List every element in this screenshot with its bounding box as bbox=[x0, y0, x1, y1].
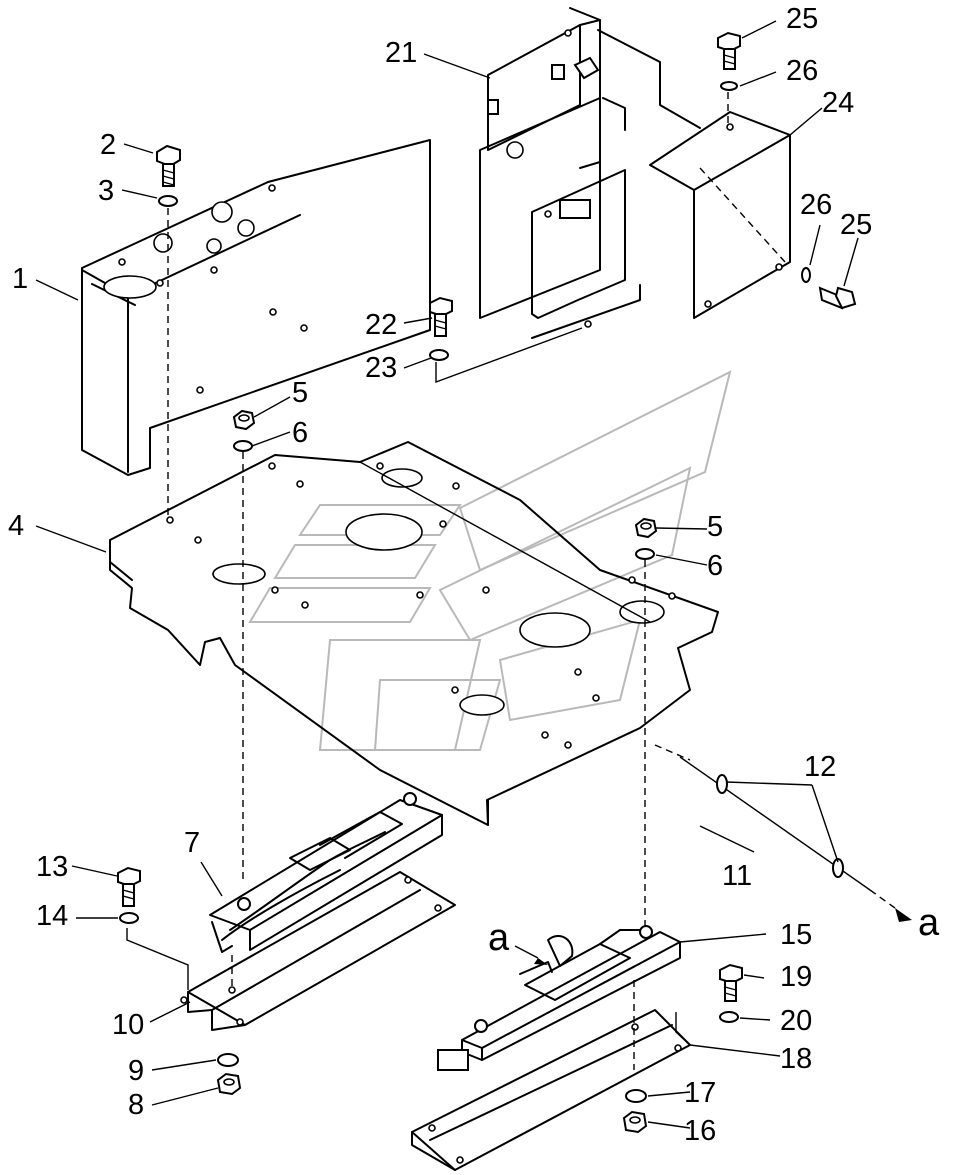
watermark-logo bbox=[248, 370, 732, 751]
leader-lines bbox=[35, 20, 859, 1129]
label-part-25-top: 25 bbox=[786, 3, 818, 35]
label-part-1: 1 bbox=[12, 263, 28, 295]
label-part-6-left: 6 bbox=[292, 417, 308, 449]
label-part-19: 19 bbox=[780, 961, 812, 993]
part-17-washer bbox=[625, 1089, 647, 1103]
label-part-26-top: 26 bbox=[786, 55, 818, 87]
label-part-22: 22 bbox=[365, 309, 397, 341]
label-part-18: 18 bbox=[780, 1043, 812, 1075]
label-view-a-right: a bbox=[918, 902, 940, 944]
label-part-5-right: 5 bbox=[707, 511, 723, 543]
part-2-bolt bbox=[156, 144, 181, 187]
label-part-6-right: 6 bbox=[707, 550, 723, 582]
label-part-10: 10 bbox=[112, 1009, 144, 1041]
part-3-washer bbox=[158, 195, 178, 207]
label-part-4: 4 bbox=[8, 510, 24, 542]
part-24-box-cover bbox=[649, 92, 791, 319]
leader-23-frame bbox=[435, 327, 583, 384]
label-part-12: 12 bbox=[804, 751, 836, 783]
label-part-16: 16 bbox=[684, 1115, 716, 1147]
part-8-nut bbox=[216, 1072, 242, 1096]
label-part-24: 24 bbox=[822, 87, 854, 119]
part-15-slide-rail-right bbox=[437, 925, 681, 1071]
label-part-26-side: 26 bbox=[800, 189, 832, 221]
part-5-nut-right bbox=[634, 517, 658, 539]
part-14-washer bbox=[119, 912, 139, 924]
label-part-13: 13 bbox=[36, 851, 68, 883]
label-part-20: 20 bbox=[780, 1005, 812, 1037]
part-23-washer bbox=[429, 349, 449, 361]
view-a-leader-left bbox=[514, 945, 539, 959]
label-part-9: 9 bbox=[128, 1055, 144, 1087]
part-25-bolt-top bbox=[717, 31, 741, 70]
plate-reference-line bbox=[359, 461, 651, 623]
label-part-17: 17 bbox=[684, 1077, 716, 1109]
part-12-ring-2 bbox=[832, 858, 844, 878]
shaft-dash-line bbox=[654, 744, 691, 761]
part-4-floor-plate bbox=[109, 441, 719, 826]
part-26-washer-top bbox=[720, 81, 738, 91]
part-13-bolt bbox=[117, 866, 141, 907]
leader-14-rail bbox=[126, 928, 189, 990]
part-1-cover bbox=[81, 139, 431, 476]
label-part-25-side: 25 bbox=[840, 209, 872, 241]
label-part-8: 8 bbox=[128, 1089, 144, 1121]
part-26-washer-side bbox=[801, 267, 811, 283]
label-part-5-left: 5 bbox=[292, 377, 308, 409]
part-19-bolt bbox=[719, 963, 743, 1002]
part-12-ring-1 bbox=[716, 774, 728, 794]
part-6-washer-right bbox=[635, 548, 655, 560]
shaft-arrow-line bbox=[869, 889, 896, 909]
part-10-lower-rail-left bbox=[180, 871, 456, 1031]
label-part-21: 21 bbox=[385, 37, 417, 69]
label-part-14: 14 bbox=[36, 900, 68, 932]
leader-18-rail bbox=[675, 1012, 691, 1046]
part-25-bolt-side bbox=[818, 286, 857, 310]
part-21-bracket bbox=[479, 7, 701, 339]
part-9-washer bbox=[217, 1053, 239, 1067]
label-part-3: 3 bbox=[98, 175, 114, 207]
part-6-washer-left bbox=[233, 440, 253, 452]
view-a-arrow-left bbox=[534, 958, 548, 965]
label-part-2: 2 bbox=[100, 129, 116, 161]
label-part-11: 11 bbox=[722, 860, 752, 892]
part-16-nut bbox=[622, 1110, 648, 1134]
part-18-lower-rail-right bbox=[411, 1009, 691, 1171]
part-20-washer bbox=[719, 1011, 739, 1023]
part-7-slide-rail-left bbox=[209, 792, 443, 953]
part-22-bolt bbox=[429, 296, 453, 337]
label-part-15: 15 bbox=[780, 919, 812, 951]
part-5-nut-left bbox=[232, 409, 256, 431]
label-view-a-left: a bbox=[488, 917, 510, 959]
label-part-7: 7 bbox=[184, 827, 200, 859]
view-a-arrow-right bbox=[895, 908, 912, 922]
label-part-23: 23 bbox=[365, 352, 397, 384]
